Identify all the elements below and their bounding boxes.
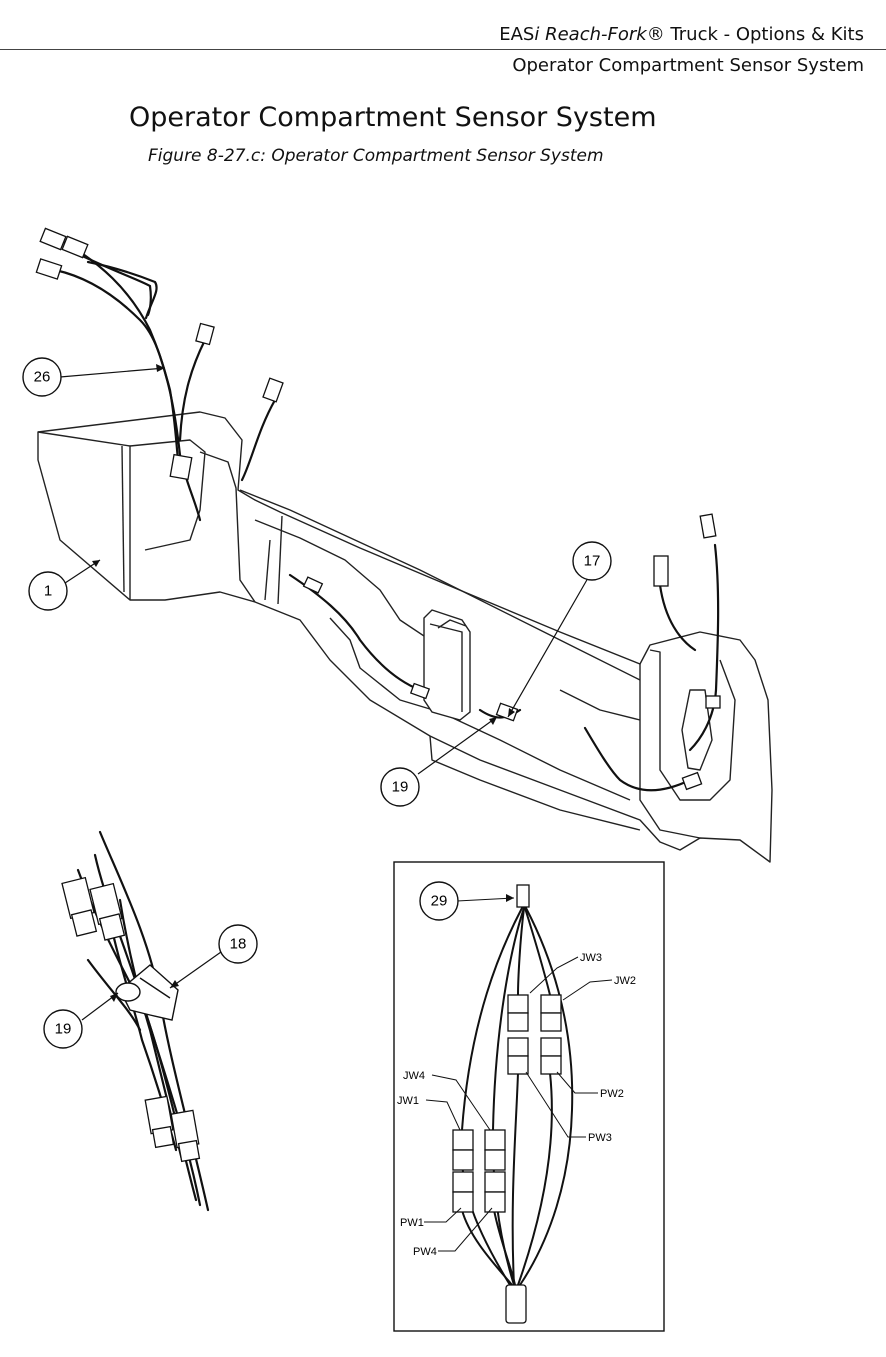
page-title: Operator Compartment Sensor System <box>129 102 657 133</box>
callout-26: 26 <box>22 357 62 397</box>
tag-pw2: PW2 <box>600 1088 624 1100</box>
harness-26-wires <box>53 238 720 792</box>
svg-text:18: 18 <box>230 936 247 953</box>
tag-jw3: JW3 <box>580 952 602 964</box>
tag-jw1: JW1 <box>397 1095 419 1107</box>
harness-29-arrowheads <box>506 894 514 902</box>
svg-text:19: 19 <box>392 779 409 796</box>
sensor-bracket <box>423 609 471 721</box>
callout-19-main: 19 <box>380 767 420 807</box>
callout-18: 18 <box>218 924 258 964</box>
svg-text:29: 29 <box>431 893 448 910</box>
header-product-line: EASi Reach-Fork® Truck - Options & Kits <box>499 24 864 45</box>
svg-text:19: 19 <box>55 1021 72 1038</box>
clamp-body <box>115 964 179 1021</box>
harness-29-wires <box>460 907 574 1286</box>
svg-text:1: 1 <box>44 583 52 600</box>
header-divider <box>0 49 886 50</box>
tag-pw1: PW1 <box>400 1217 424 1229</box>
tag-pw4: PW4 <box>413 1246 437 1258</box>
main-arrowheads <box>92 364 515 725</box>
clamp-arrowheads <box>110 980 179 1002</box>
tag-jw4: JW4 <box>403 1070 425 1082</box>
header-section-name: Operator Compartment Sensor System <box>512 55 864 76</box>
callout-17: 17 <box>572 541 612 581</box>
figure-caption: Figure 8-27.c: Operator Compartment Sens… <box>148 146 604 166</box>
connector-plugs <box>35 227 721 791</box>
wire-tag-labels: JW3 JW2 JW4 JW1 PW2 PW3 PW1 PW4 <box>397 952 636 1258</box>
compartment-frame <box>37 411 773 863</box>
main-leader-lines <box>59 367 589 775</box>
svg-text:26: 26 <box>34 369 51 386</box>
harness-29-leaders <box>424 897 613 1252</box>
tag-jw2: JW2 <box>614 975 636 987</box>
callout-19-detail: 19 <box>43 1009 83 1049</box>
svg-text:17: 17 <box>584 553 601 570</box>
harness-29-connectors <box>452 884 562 1324</box>
tag-pw3: PW3 <box>588 1132 612 1144</box>
callout-1: 1 <box>28 571 68 611</box>
clamp-detail-connectors <box>61 876 201 1163</box>
callout-29: 29 <box>419 881 459 921</box>
